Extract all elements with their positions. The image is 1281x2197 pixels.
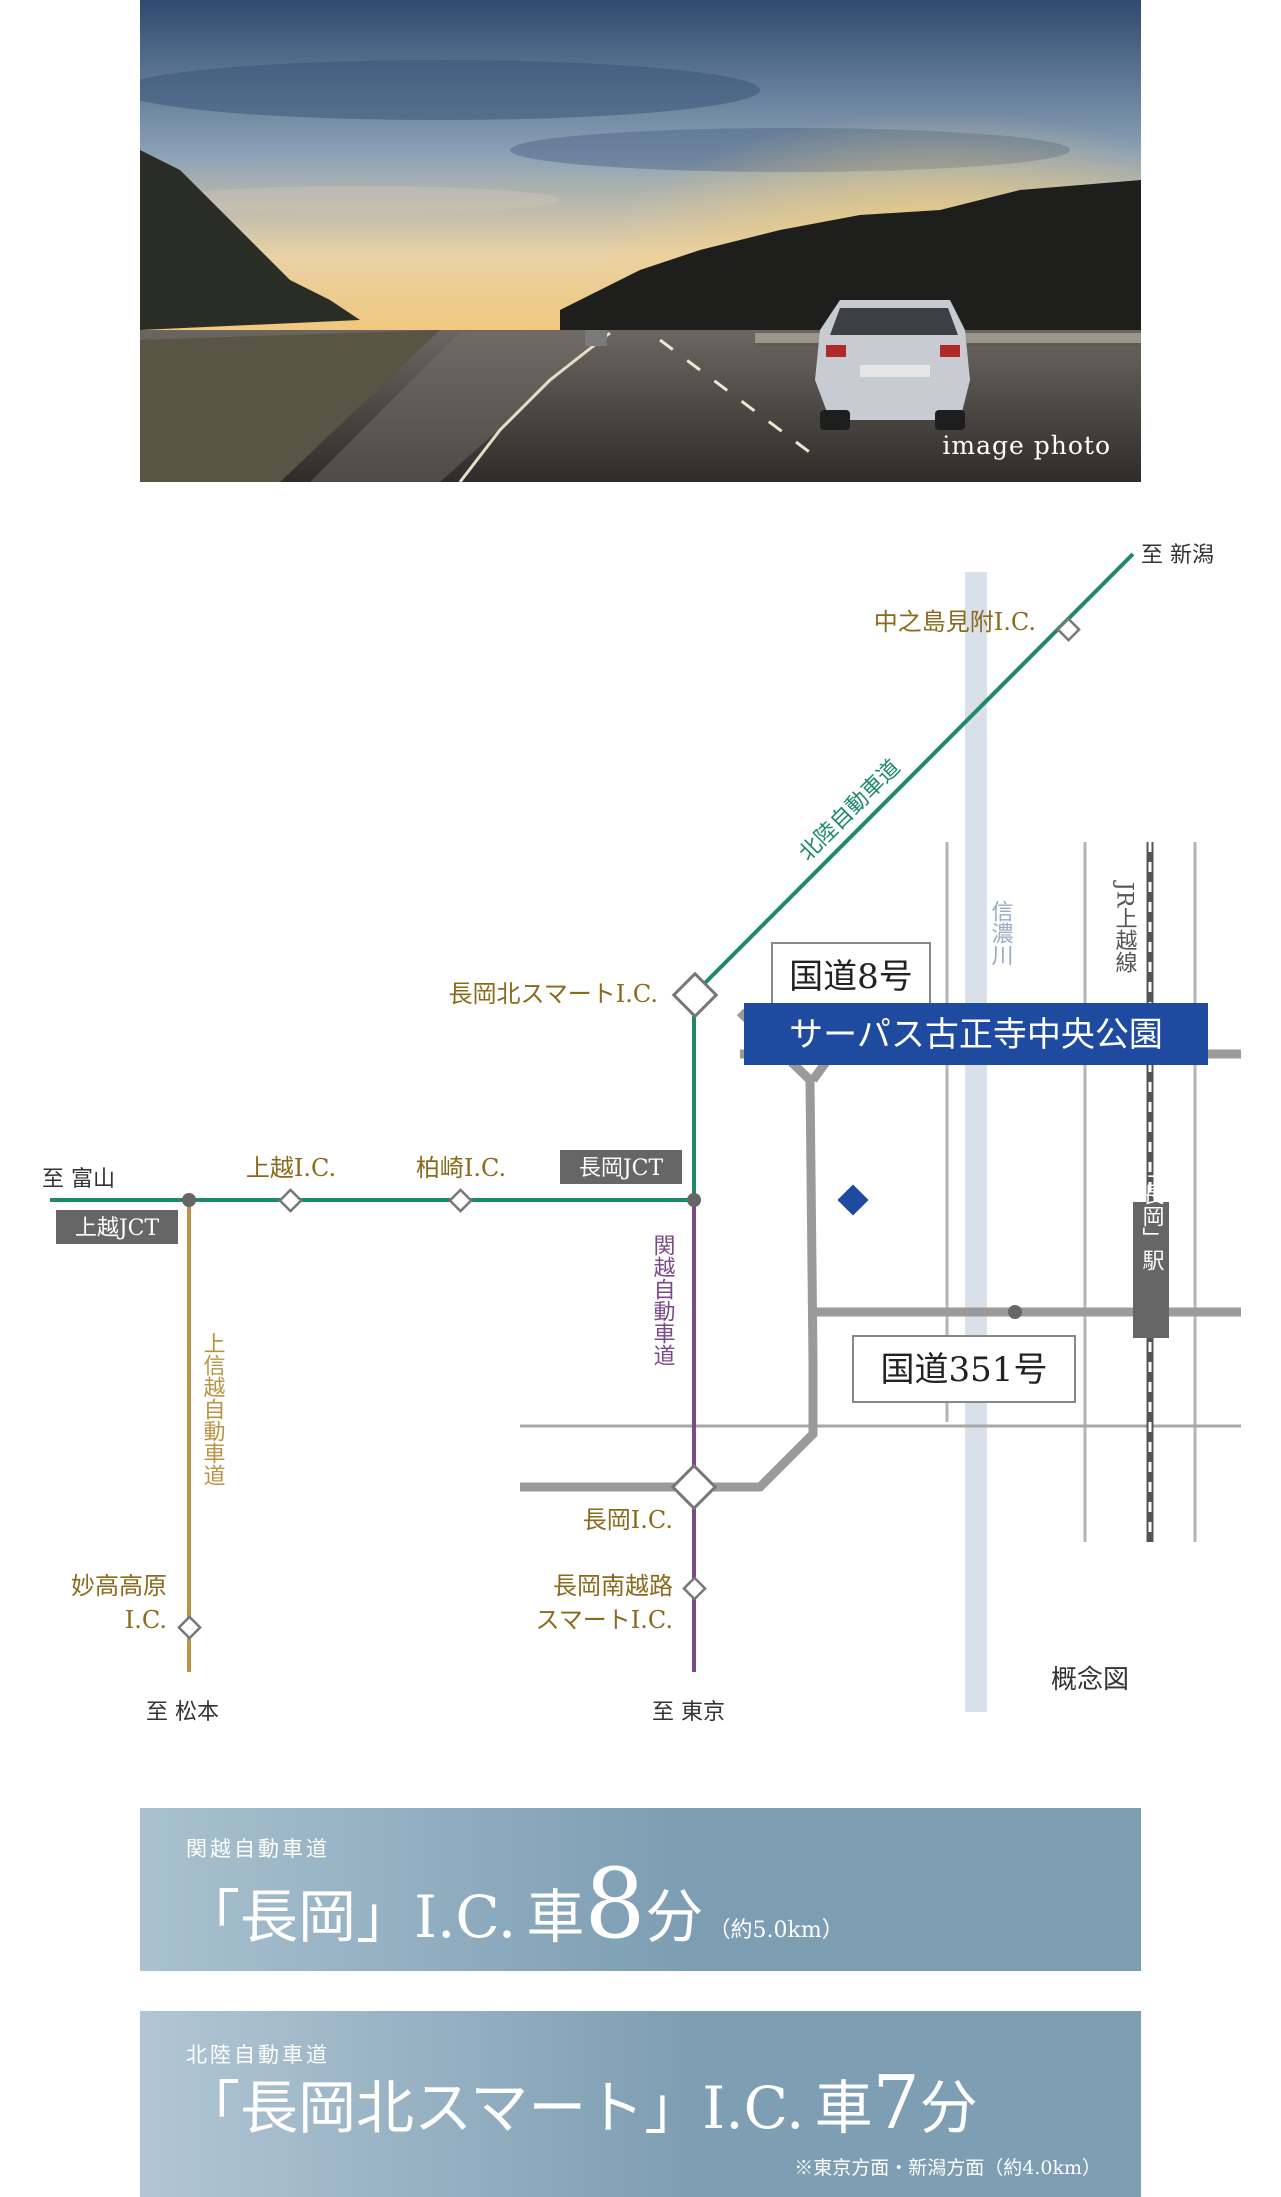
ic-suffix: I.C. (414, 1883, 517, 1951)
ic-name: 長岡 (240, 1883, 357, 1951)
ic-nagaoka-kita: 長岡北スマートI.C. (448, 980, 658, 1008)
ic-myoko-1: 妙高高原 (71, 1572, 167, 1600)
by-car: 車 (814, 2074, 873, 2142)
distance-note: ※東京方面・新潟方面（約4.0km） (794, 2157, 1101, 2179)
ic-joetsu: 上越I.C. (246, 1154, 336, 1182)
jct-nagaoka-box (560, 1150, 682, 1184)
ic-nakanoshima: 中之島見附I.C. (874, 608, 1036, 636)
ic-kashiwazaki: 柏崎I.C. (416, 1154, 506, 1182)
jr-line-label: JR上越線 (1112, 880, 1138, 974)
ic-nagaoka-minami-2: スマートI.C. (535, 1606, 673, 1634)
diagram-note: 概念図 (1051, 1665, 1129, 1695)
highway-photo: image photo (140, 0, 1141, 482)
dest-tokyo: 至 東京 (652, 1700, 725, 1725)
minutes-unit: 分 (919, 2074, 978, 2142)
hokuriku-line (692, 552, 1135, 1200)
dest-niigata: 至 新潟 (1141, 543, 1214, 568)
ic-suffix: I.C. (702, 2074, 805, 2142)
ic-myoko-2: I.C. (125, 1606, 167, 1634)
access-map: 「長岡」駅 北陸自動車道 関越自動車道 上信越自動車道 信濃川 JR上越線 至 … (0, 482, 1281, 1772)
route351-label: 国道351号 (881, 1350, 1048, 1390)
kanetsu-label: 関越自動車道 (650, 1234, 676, 1366)
ic-nagaoka-minami-1: 長岡南越路 (553, 1572, 673, 1600)
minutes-unit: 分 (645, 1883, 704, 1951)
ic-nagaoka: 長岡I.C. (583, 1506, 673, 1534)
river-label: 信濃川 (988, 900, 1014, 966)
access-main: 「長岡北スマート」I.C. 車7分 (182, 2060, 978, 2146)
shinano-river (965, 572, 987, 1712)
route-map-svg: 「長岡」駅 北陸自動車道 関越自動車道 上信越自動車道 信濃川 JR上越線 至 … (42, 543, 1241, 1725)
station-box (1133, 1202, 1169, 1338)
suv-car (815, 300, 970, 430)
property-box (744, 1003, 1208, 1065)
dest-matsumoto: 至 松本 (146, 1700, 219, 1725)
by-car: 車 (526, 1883, 585, 1951)
minutes: 7 (872, 2060, 920, 2146)
access-route: 関越自動車道 (186, 1837, 330, 1861)
dest-toyama: 至 富山 (42, 1167, 115, 1192)
hokuriku-label: 北陸自動車道 (795, 755, 906, 866)
national-roads (520, 1008, 1241, 1492)
route8-label: 国道8号 (789, 957, 913, 997)
access-route: 北陸自動車道 (186, 2043, 330, 2067)
jct-joetsu: 上越JCT (75, 1216, 160, 1241)
distance-note: （約5.0km） (708, 1918, 844, 1943)
highway-sunset-image (140, 0, 1141, 482)
access-card-kanetsu: 関越自動車道 「長岡」I.C. 車8分 （約5.0km） (140, 1808, 1141, 1971)
access-card-hokuriku: 北陸自動車道 「長岡北スマート」I.C. 車7分 ※東京方面・新潟方面（約4.0… (140, 2011, 1141, 2197)
access-main: 「長岡」I.C. 車8分 （約5.0km） (182, 1848, 844, 1960)
joshinetsu-label: 上信越自動車道 (200, 1332, 226, 1486)
route351-box (852, 1335, 1076, 1403)
jct-nagaoka: 長岡JCT (579, 1156, 664, 1181)
station-label: 「長岡」駅 (1139, 1161, 1165, 1271)
property-marker (837, 1184, 869, 1216)
route8-box (771, 942, 931, 1010)
jct-joetsu-box (56, 1210, 178, 1244)
property-label: サーパス古正寺中央公園 (789, 1015, 1163, 1055)
photo-caption: image photo (942, 431, 1111, 460)
ic-name: 長岡北スマート (240, 2074, 645, 2142)
minutes: 8 (584, 1848, 646, 1960)
